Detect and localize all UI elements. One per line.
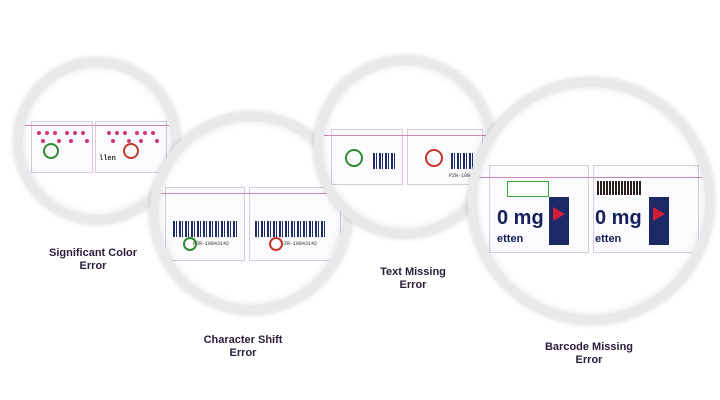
caption-color-error: Significant Color Error (18, 247, 168, 273)
caption-line: Error (79, 260, 107, 272)
caption-barcode-error: Barcode Missing Error (514, 341, 664, 367)
caption-line: Text Missing (380, 266, 446, 278)
caption-line: Error (399, 279, 427, 291)
caption-line: Error (229, 347, 257, 359)
caption-line: Barcode Missing (544, 341, 634, 353)
caption-line: Significant Color (49, 247, 137, 259)
lens-color-error: llen (14, 58, 180, 224)
caption-text-error: Text Missing Error (338, 266, 488, 292)
caption-shift-error: Character Shift Error (168, 334, 318, 360)
lens-shift-error: FZR-10843142 FZR-10843142 (150, 112, 352, 314)
caption-line: Error (575, 354, 603, 366)
caption-line: Character Shift (203, 334, 283, 346)
lens-ring (14, 58, 180, 224)
lens-barcode-error: 0 mg 0 mg etten etten (468, 78, 714, 324)
lens-ring (468, 78, 714, 324)
lens-text-error: PZN-10843142 (314, 56, 496, 238)
